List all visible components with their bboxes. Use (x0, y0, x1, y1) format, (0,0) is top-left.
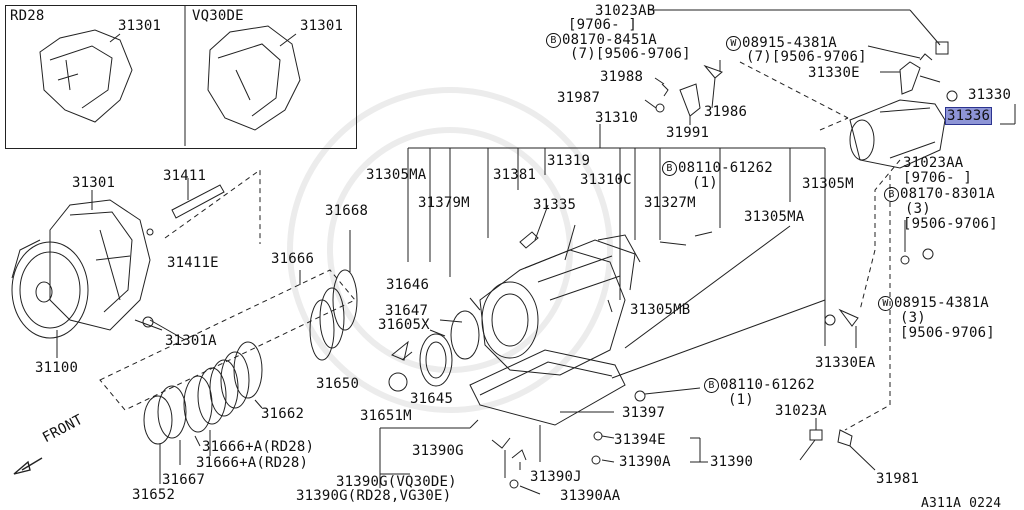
variant-inset-frame (5, 5, 357, 149)
diagram-code: A311A 0224 (921, 496, 1002, 510)
vq30-housing-sketch (207, 25, 301, 131)
callout-31991: 31991 (666, 125, 710, 141)
inset-title-vq30de: VQ30DE (192, 8, 244, 24)
callout-31305ma-right: 31305MA (744, 209, 805, 225)
inset-title-rd28: RD28 (10, 8, 45, 24)
extension-housing-sketch (849, 90, 958, 169)
callout-31023a: 31023A (775, 403, 827, 419)
callout-qty-3-a: (3) (905, 201, 931, 217)
callout-31605x: 31605X (378, 317, 430, 333)
callout-qty-7-b: (7)[9506-9706] (746, 49, 867, 65)
bolt-symbol-icon: B (884, 187, 899, 202)
callout-31310: 31310 (595, 110, 639, 126)
callout-31310c: 31310C (580, 172, 632, 188)
callout-31666-a-rd28-1: 31666+A(RD28) (202, 439, 315, 455)
callout-31987: 31987 (557, 90, 601, 106)
callout-9706-b: [9706- ] (903, 170, 973, 186)
callout-31330: 31330 (968, 87, 1012, 103)
callout-31397: 31397 (622, 405, 666, 421)
bell-housing-sketch (49, 199, 151, 331)
callout-31381: 31381 (493, 167, 537, 183)
callout-31301a: 31301A (165, 333, 217, 349)
callout-31667: 31667 (162, 472, 206, 488)
torque-converter-sketch (11, 239, 89, 339)
bolt-symbol-icon: B (662, 161, 677, 176)
callout-31390a: 31390A (619, 454, 671, 470)
callout-31981: 31981 (876, 471, 920, 487)
callout-qty-1-bottom: (1) (728, 392, 754, 408)
callout-31100: 31100 (35, 360, 79, 376)
callout-31651m: 31651M (360, 408, 412, 424)
callout-31666-a-rd28-2: 31666+A(RD28) (196, 455, 309, 471)
callout-31330ea: 31330EA (815, 355, 876, 371)
oil-pan-sketch (469, 349, 626, 426)
callout-31647: 31647 (385, 303, 429, 319)
callout-qty-1-top: (1) (692, 175, 718, 191)
callout-qty-7-a: (7)[9506-9706] (570, 46, 691, 62)
callout-31986: 31986 (704, 104, 748, 120)
callout-31379m: 31379M (418, 195, 470, 211)
callout-31305ma-left: 31305MA (366, 167, 427, 183)
callout-qty-3-b: (3) (900, 310, 926, 326)
callout-31301-vq30de: 31301 (300, 18, 344, 34)
callout-31330e: 31330E (808, 65, 860, 81)
callout-31652: 31652 (132, 487, 176, 503)
callout-31023aa: 31023AA (903, 155, 964, 171)
transmission-case-sketch (479, 234, 641, 376)
callout-31390g-rd28-vg30e: 31390G(RD28,VG30E) (296, 488, 452, 504)
callout-31335: 31335 (533, 197, 577, 213)
input-shaft-sketch (146, 178, 225, 236)
callout-31327m: 31327M (644, 195, 696, 211)
callout-31336-highlighted[interactable]: 31336 (944, 107, 993, 125)
bolt-symbol-icon: B (546, 33, 561, 48)
callout-31988: 31988 (600, 69, 644, 85)
callout-31390aa: 31390AA (560, 488, 621, 504)
callout-31023ab: 31023AB (595, 3, 656, 19)
callout-31305m-right: 31305M (802, 176, 854, 192)
callout-9506-9706-a: [9506-9706] (903, 216, 998, 232)
callout-9706: [9706- ] (568, 17, 638, 33)
callout-31390g-vq30de: 31390G(VQ30DE) (336, 474, 457, 490)
callout-31301-rd28: 31301 (118, 18, 162, 34)
rd28-housing-sketch (39, 29, 133, 123)
callout-31411: 31411 (163, 168, 207, 184)
callout-31645: 31645 (410, 391, 454, 407)
callout-31662: 31662 (261, 406, 305, 422)
callout-31668: 31668 (325, 203, 369, 219)
callout-31411e: 31411E (167, 255, 219, 271)
callout-31390g: 31390G (412, 443, 464, 459)
callout-31305mb: 31305MB (630, 302, 691, 318)
callout-31650: 31650 (316, 376, 360, 392)
callout-31646: 31646 (386, 277, 430, 293)
washer-symbol-icon: W (726, 36, 741, 51)
callout-31390: 31390 (710, 454, 754, 470)
bolt-symbol-icon: B (704, 378, 719, 393)
callout-31666: 31666 (271, 251, 315, 267)
washer-symbol-icon: W (878, 296, 893, 311)
callout-31301-main: 31301 (72, 175, 116, 191)
callout-31319: 31319 (547, 153, 591, 169)
callout-9506-9706-b: [9506-9706] (900, 325, 995, 341)
clutch-plate-stack (143, 269, 358, 445)
callout-31390j: 31390J (530, 469, 582, 485)
callout-31394e: 31394E (614, 432, 666, 448)
